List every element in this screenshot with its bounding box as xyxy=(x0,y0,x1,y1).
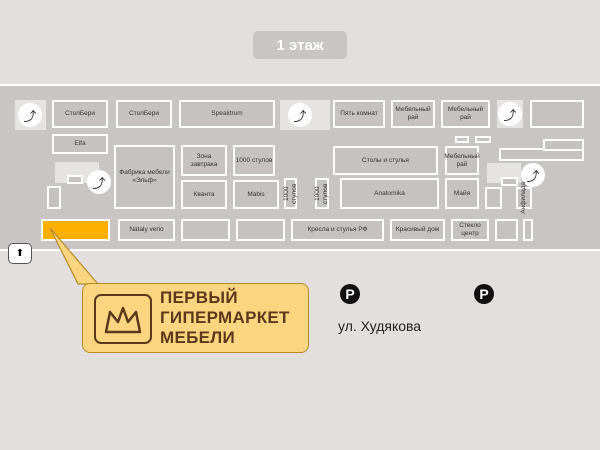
store-mebelny-ray[interactable]: Мебельный рай xyxy=(444,146,480,175)
callout-line: МЕБЕЛИ xyxy=(160,328,236,347)
callout-pointer xyxy=(49,227,100,285)
escalator-icon: ⤴ xyxy=(18,103,42,127)
store-kvanta[interactable]: Кванта xyxy=(181,180,227,209)
store-stoly-i-stulya[interactable]: Столы и стулья xyxy=(333,146,438,175)
store-krasiviy-dom[interactable]: Красивый дом xyxy=(390,219,445,241)
store-steklo-centr[interactable]: Стекло центр xyxy=(451,219,489,241)
store-small[interactable] xyxy=(485,187,502,209)
store-label: 1000 стулов xyxy=(282,183,298,204)
callout-line: ГИПЕРМАРКЕТ xyxy=(160,308,290,327)
store-anatomika[interactable]: Anatomika xyxy=(340,178,439,209)
store-1000-stulov[interactable]: 1000 стулов xyxy=(282,178,298,209)
store-stolberi[interactable]: СтолБери xyxy=(116,100,172,128)
store-empty[interactable] xyxy=(181,219,230,241)
elevator-icon: ⬆ xyxy=(8,243,32,264)
store-empty[interactable] xyxy=(543,139,584,151)
store-small[interactable] xyxy=(67,175,83,184)
store-empty[interactable] xyxy=(236,219,285,241)
parking-icon: P xyxy=(474,284,494,304)
store-mebelny-ray[interactable]: Мебельный рай xyxy=(441,100,490,128)
escalator-icon: ⤴ xyxy=(521,163,545,187)
store-anfilada[interactable]: Анфилада xyxy=(516,182,532,214)
store-1000-stulov[interactable]: 1000 стулов xyxy=(314,178,329,209)
store-elfa[interactable]: Elfa xyxy=(52,134,108,154)
store-empty[interactable] xyxy=(499,148,584,161)
store-speaktrum[interactable]: Speaktrum xyxy=(179,100,275,128)
store-empty[interactable] xyxy=(530,100,584,128)
store-label: Анфилада xyxy=(520,182,528,214)
callout-line: ПЕРВЫЙ xyxy=(160,288,238,307)
store-zona-zavtraka[interactable]: Зона завтрака xyxy=(181,145,227,176)
store-small[interactable] xyxy=(455,136,469,143)
callout-text: ПЕРВЫЙ ГИПЕРМАРКЕТ МЕБЕЛИ xyxy=(160,288,290,348)
store-maya[interactable]: Майя xyxy=(445,178,479,209)
store-empty[interactable] xyxy=(523,219,533,241)
street-label: ул. Худякова xyxy=(338,318,422,334)
store-1000-stulov[interactable]: 1000 стулов xyxy=(233,145,275,176)
floor-label[interactable]: 1 этаж xyxy=(253,31,347,59)
store-small[interactable] xyxy=(47,186,61,209)
store-nataly-verio[interactable]: Nataly verio xyxy=(118,219,175,241)
escalator-icon: ⤴ xyxy=(498,102,522,126)
store-small[interactable] xyxy=(475,136,491,143)
store-mebelny-ray[interactable]: Мебельный рай xyxy=(391,100,435,128)
store-highlighted[interactable] xyxy=(41,219,110,241)
store-stolberi[interactable]: СтолБери xyxy=(52,100,108,128)
store-kresla-i-stulya[interactable]: Кресла и стулья РФ xyxy=(291,219,384,241)
escalator-icon: ⤴ xyxy=(87,170,111,194)
store-pyat-komnat[interactable]: Пять комнат xyxy=(333,100,385,128)
parking-icon: P xyxy=(340,284,360,304)
store-label: 1000 стулов xyxy=(314,183,329,204)
store-empty[interactable] xyxy=(495,219,518,241)
store-fabrika-elf[interactable]: Фабрика мебели «Эльф» xyxy=(114,145,175,209)
escalator-icon: ⤴ xyxy=(288,103,312,127)
store-mabis[interactable]: Mabis xyxy=(233,180,279,209)
store-small[interactable] xyxy=(501,177,518,186)
logo-icon xyxy=(94,294,152,344)
